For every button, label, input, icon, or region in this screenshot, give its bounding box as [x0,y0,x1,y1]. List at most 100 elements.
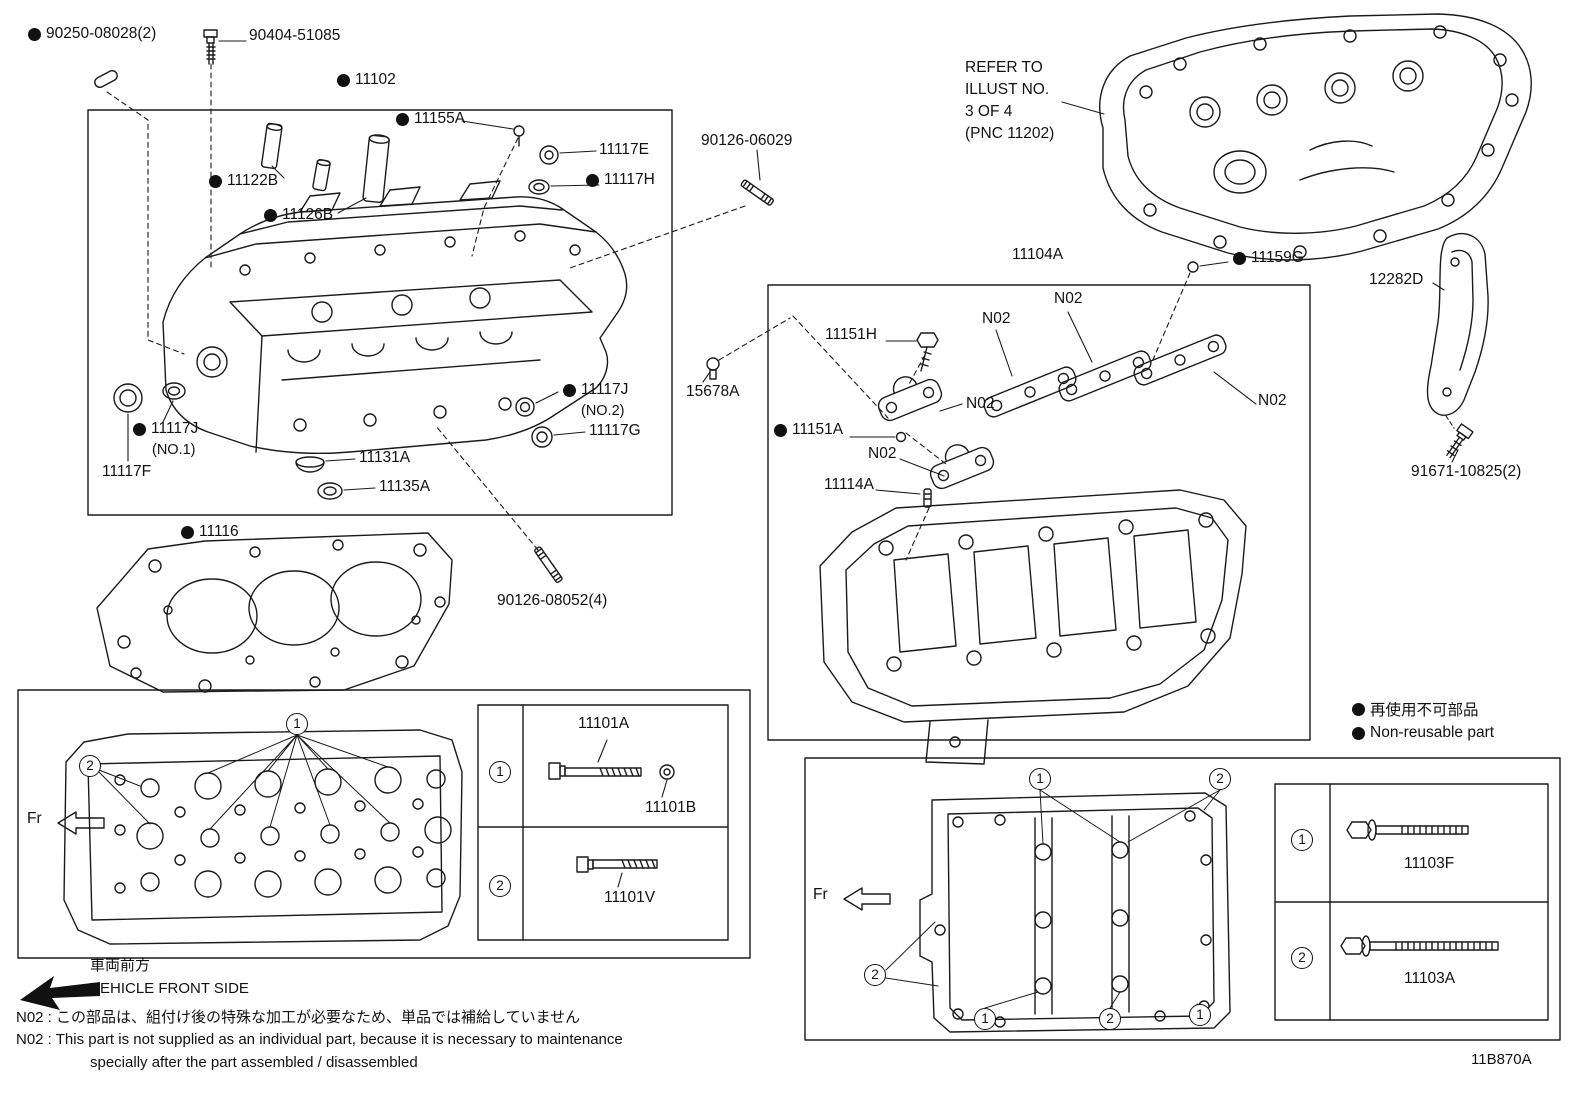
table-bolt-drawings [548,762,1499,957]
part-label-11101a[interactable]: 11101A [578,715,629,733]
callout-number: 1 [1298,832,1306,848]
part-number: 11101A [578,715,630,732]
callout-number: 1 [981,1011,989,1027]
part-number: 11159G [1251,249,1304,266]
callout-2-badge: 2 [1209,768,1231,790]
section-boxes [17,109,1561,1041]
part-label-11159g[interactable]: 11159G [1233,249,1304,267]
head-gasket-drawing [96,532,453,693]
part-label-91671-10825[interactable]: 91671-10825(2) [1411,463,1521,481]
part-label-11131a[interactable]: 11131A [359,449,410,467]
part-number: 11101B [645,799,697,816]
part-label-11114a[interactable]: 11114A [824,476,874,494]
bolt-11101a-drawing [548,762,642,780]
legend-text: 再使用不可部品 [1370,702,1479,719]
part-label-11117f[interactable]: 11117F [102,463,151,481]
cylinder-head-top-view-drawing [63,729,463,945]
note-ref-n02-2: N02 [1054,290,1082,308]
cylinder-head-drawing [162,180,628,455]
bearing-cap-ladder-drawing [819,489,1247,765]
non-reusable-dot-icon [28,27,41,41]
part-number: 11155A [414,110,466,127]
part-label-11135a[interactable]: 11135A [379,478,430,496]
part-number: 11102 [355,71,396,88]
part-number: 11103F [1404,855,1455,872]
part-number: 11135A [379,478,431,495]
part-label-11151a[interactable]: 11151A [774,421,843,439]
part-label-11126b[interactable]: 11126B [264,206,333,224]
part-label-90126-06029[interactable]: 90126-06029 [701,132,792,150]
part-label-11151h[interactable]: 11151H [825,326,877,344]
callout-1-badge: 1 [489,761,511,783]
legend-non-reusable-en: Non-reusable part [1352,724,1494,742]
refer-note: REFER TO ILLUST NO. 3 OF 4 (PNC 11202) [965,57,1054,145]
washer-11101b-drawing [659,764,675,780]
part-label-11117j-no2[interactable]: 11117J [563,381,628,399]
fr-label-right: Fr [813,886,828,904]
part-number: 90404-51085 [249,27,341,44]
part-label-11101b[interactable]: 11101B [645,799,696,817]
part-label-11122b[interactable]: 11122B [209,172,278,190]
vehicle-front-jp: 車両前方 [90,957,151,974]
note-ref-text: N02 [868,445,897,462]
part-number: 11126B [282,206,334,223]
note-ref-text: N02 [966,395,995,412]
part-label-11116[interactable]: 11116 [181,523,239,541]
part-label-11117e[interactable]: 11117E [599,141,649,159]
part-label-12282d[interactable]: 12282D [1369,271,1423,289]
non-reusable-dot-icon [586,173,599,187]
part-number: 90126-08052(4) [497,592,608,609]
part-label-11155a[interactable]: 11155A [396,110,465,128]
non-reusable-dot-icon [209,174,222,188]
note-ref-n02-1: N02 [982,310,1010,328]
bolt-11103a-drawing [1340,935,1499,957]
part-label-11101v[interactable]: 11101V [604,889,655,907]
part-label-11103a[interactable]: 11103A [1404,970,1455,988]
part-label-11117h[interactable]: 11117H [586,171,655,189]
valve-cover-drawing [1099,13,1532,261]
callout-2-badge: 2 [1099,1008,1121,1030]
part-label-11102[interactable]: 11102 [337,71,396,89]
part-label-90126-08052[interactable]: 90126-08052(4) [497,592,607,610]
callout-number: 1 [1036,771,1044,787]
callout-number: 2 [1106,1011,1114,1027]
part-label-11117j-no1[interactable]: 11117J [133,420,198,438]
note-ref-text: N02 [982,310,1011,327]
part-label-15678a[interactable]: 15678A [686,383,739,401]
refer-note-line1: REFER TO [965,59,1043,76]
part-number: 11117J [151,420,199,437]
part-number: 11116 [199,523,239,540]
part-number: 11117E [599,141,649,158]
vehicle-front-en: VEHICLE FRONT SIDE [90,980,249,997]
callout-number: 2 [86,758,94,774]
part-number: 11151A [792,421,844,438]
part-label-11103f[interactable]: 11103F [1404,855,1454,873]
part-number: 11131A [359,449,411,466]
fr-text: Fr [813,886,828,903]
legend-non-reusable-jp: 再使用不可部品 [1352,698,1479,720]
part-label-90404-51085[interactable]: 90404-51085 [249,27,340,45]
part-label-90250-08028[interactable]: 90250-08028(2) [28,25,156,43]
part-sublabel-no1: (NO.1) [152,442,196,458]
part-number: 15678A [686,383,740,400]
part-number: 11101V [604,889,656,906]
refer-note-line4: (PNC 11202) [965,125,1055,142]
bracket-12282d-drawing [1426,233,1489,416]
note-ref-n02-5: N02 [868,445,896,463]
footnote-n02-jp: N02 : この部品は、組付け後の特殊な加工が必要なため、単品では補給していませ… [16,1009,581,1026]
part-number: 11103A [1404,970,1456,987]
callout-number: 1 [293,716,301,732]
part-number: 11151H [825,326,877,343]
part-number: 11104A [1012,246,1064,263]
small-part-icons [94,29,1474,584]
part-label-11104a[interactable]: 11104A [1012,246,1063,264]
part-label-11117g[interactable]: 11117G [589,422,641,440]
part-number: 11117G [589,422,641,439]
callout-1-badge: 1 [1189,1004,1211,1026]
callout-2-badge: 2 [864,964,886,986]
non-reusable-dot-icon [1233,251,1246,265]
bolt-90404-icon [203,29,218,65]
callout-1-badge: 1 [286,713,308,735]
callout-lines-right [885,789,1221,1011]
